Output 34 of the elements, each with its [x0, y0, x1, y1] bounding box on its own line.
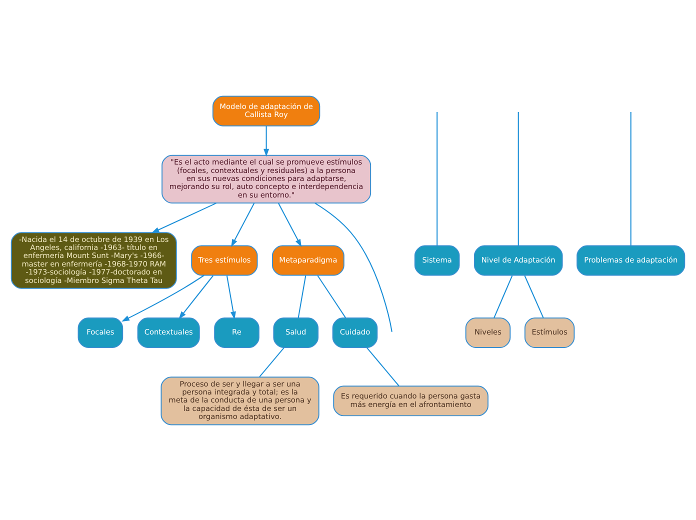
- node-box: Estímulos: [524, 316, 575, 348]
- arrow: [278, 202, 302, 247]
- node-box: Niveles: [465, 316, 511, 348]
- arrow: [122, 274, 204, 322]
- connector: [314, 202, 392, 332]
- node-box: Problemas de adaptación: [576, 244, 686, 276]
- node-box: "Es el acto mediante el cual se promueve estímulos (focales, contextuales y residuales) a la persona en sus nuevas condiciones para adaptarse, mejorando su rol, auto concepto e interdependencia en su entorno.": [162, 154, 372, 204]
- connector: [317, 274, 346, 318]
- node-box: Modelo de adaptación de Callista Roy: [212, 95, 320, 126]
- connector: [494, 274, 513, 318]
- node-box: Sistema: [414, 244, 460, 276]
- arrow: [231, 202, 255, 247]
- node-box: Es requerido cuando la persona gasta más energía en el afrontamiento: [333, 385, 488, 416]
- connector: [630, 112, 632, 246]
- connector: [366, 346, 400, 386]
- connector: [298, 275, 306, 318]
- arrow: [151, 202, 217, 233]
- connector: [524, 274, 544, 318]
- node-box: Nivel de Adaptación: [474, 244, 563, 276]
- node-box: Focales: [78, 316, 124, 348]
- connector: [259, 346, 284, 377]
- arrow: [226, 275, 236, 319]
- node-box: Re: [214, 316, 260, 348]
- connector: [436, 112, 438, 246]
- arrow: [178, 274, 214, 319]
- node-box: Salud: [273, 316, 319, 348]
- node-box: Contextuales: [137, 316, 200, 348]
- node-box: -Nacida el 14 de octubre de 1939 en Los Angeles, california -1963- título en enfermería Mount Sunt -Mary's -1966- master en enfermería -1968-1970 RAM -1973-sociología -1977-doctorado en sociología -Miembro Sigma Theta Tau: [10, 232, 177, 288]
- node-box: Proceso de ser y llegar a ser una persona integrada y total; es la meta de la conducta de una persona y la capacidad de ésta de ser un organismo adaptativo.: [160, 376, 320, 425]
- connector: [518, 112, 519, 246]
- node-box: Cuidado: [332, 316, 378, 348]
- node-box: Metaparadigma: [272, 244, 344, 276]
- arrow: [264, 126, 270, 156]
- node-box: Tres estímulos: [191, 244, 258, 276]
